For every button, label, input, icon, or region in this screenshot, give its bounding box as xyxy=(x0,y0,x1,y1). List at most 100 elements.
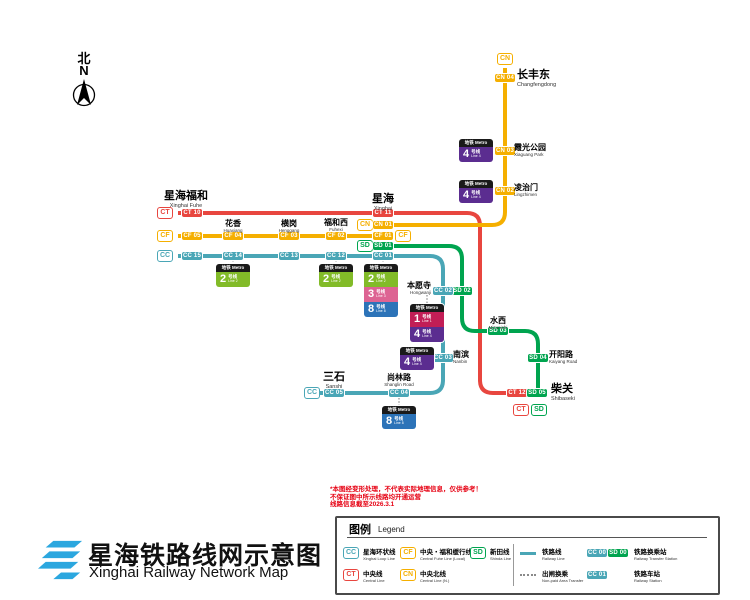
metro-header: 地铁 Metro xyxy=(216,264,250,272)
metro-suffix-zh: 号线 xyxy=(422,329,432,335)
metro-header: 地铁 Metro xyxy=(364,264,398,272)
metro-suffix-zh: 号线 xyxy=(422,314,432,320)
station-badge-cc-05: CC 05 xyxy=(324,389,344,397)
station-badge-cn-01: CN 01 xyxy=(373,221,393,229)
station-badge-cc-12: CC 12 xyxy=(326,252,346,260)
legend-title-zh: 图例 xyxy=(349,524,371,536)
metro-suffix-zh: 号线 xyxy=(412,357,422,363)
metro-suffix-zh: 号线 xyxy=(331,274,341,280)
line-code-badge-cc: CC xyxy=(157,250,173,262)
metro-suffix-en: Line 2 xyxy=(376,279,386,284)
station-name-en: Hongwanji xyxy=(409,290,431,296)
station-name-zh: 横岗 xyxy=(281,219,297,228)
metro-suffix-en: Line 4 xyxy=(412,362,422,367)
metro-suffix-zh: 号线 xyxy=(376,304,386,310)
station-name-en: Xiaguang Park xyxy=(514,152,544,158)
metro-header: 地铁 Metro xyxy=(319,264,353,272)
station-name-zh: 星海福和 xyxy=(164,190,208,202)
station-name-zh: 尚林路 xyxy=(387,373,411,382)
metro-suffix-en: Line 2 xyxy=(331,279,341,284)
station-badge-cc-01: CC 01 xyxy=(373,252,393,260)
legend-title-en: Legend xyxy=(378,525,405,534)
station-name-en: Shibaseki xyxy=(551,395,575,402)
legend-divider xyxy=(513,544,514,586)
disclaimer-line-3: 线路信息截至2026.3.1 xyxy=(330,501,395,508)
station-name-zh: 开阳路 xyxy=(549,350,573,359)
station-badge-cf-05: CF 05 xyxy=(182,232,202,240)
station-badge-cc-02: CC 02 xyxy=(433,287,453,295)
station-badge-cc-04: CC 04 xyxy=(389,389,409,397)
station-badge-ct-12: CT 12 xyxy=(507,389,527,397)
metro-suffix-zh: 号线 xyxy=(394,416,404,422)
station-name-zh: 南滨 xyxy=(453,350,469,359)
metro-suffix-zh: 号线 xyxy=(471,190,481,196)
metro-line-number: 4 xyxy=(404,356,411,368)
line-code-badge-sd: SD xyxy=(357,240,373,252)
metro-line-number: 4 xyxy=(463,189,470,201)
station-badge-cf-02: CF 02 xyxy=(326,232,346,240)
metro-header: 地铁 Metro xyxy=(459,180,493,188)
metro-header: 地铁 Metro xyxy=(459,139,493,147)
station-name-en: Kaiyang Road xyxy=(549,359,578,365)
metro-line-number: 2 xyxy=(220,273,227,285)
metro-suffix-en: Line 2 xyxy=(228,279,238,284)
station-name-zh: 霞光公园 xyxy=(514,143,546,152)
disclaimer-line-2: 不保证图中所示线路均开通运营 xyxy=(330,493,421,501)
line-code-badge-ct: CT xyxy=(157,207,173,219)
station-badge-cf-01: CF 01 xyxy=(373,232,393,240)
line-code-badge-cn: CN xyxy=(357,219,373,231)
station-name-en: Shanglin Road xyxy=(384,382,414,388)
station-badge-sd-04: SD 04 xyxy=(528,354,548,362)
station-badge-cn-04: CN 04 xyxy=(495,74,515,82)
metro-header: 地铁 Metro xyxy=(382,406,416,414)
metro-suffix-zh: 号线 xyxy=(376,274,386,280)
metro-line-number: 8 xyxy=(386,415,393,427)
north-label-en: N xyxy=(79,63,89,78)
metro-suffix-en: Line 1 xyxy=(422,319,432,324)
metro-suffix-en: Line 8 xyxy=(394,421,404,426)
metro-line-number: 4 xyxy=(414,328,421,340)
station-name-en: Nanbin xyxy=(453,359,468,365)
station-badge-cc-14: CC 14 xyxy=(223,252,243,260)
metro-header: 地铁 Metro xyxy=(410,304,444,312)
map-title-zh: 星海铁路线网示意图 xyxy=(88,542,323,570)
legend-box xyxy=(335,516,720,595)
metro-line-number: 8 xyxy=(368,303,375,315)
railway-logo xyxy=(38,540,83,580)
line-cn xyxy=(383,68,507,227)
station-name-zh: 福和西 xyxy=(324,218,348,227)
legend-header-rule xyxy=(347,537,707,538)
station-badge-cn-02: CN 02 xyxy=(495,187,515,195)
line-code-badge-cf: CF xyxy=(395,230,411,242)
station-badge-sd-02: SD 02 xyxy=(452,287,472,295)
station-name-zh: 花香 xyxy=(225,219,241,228)
